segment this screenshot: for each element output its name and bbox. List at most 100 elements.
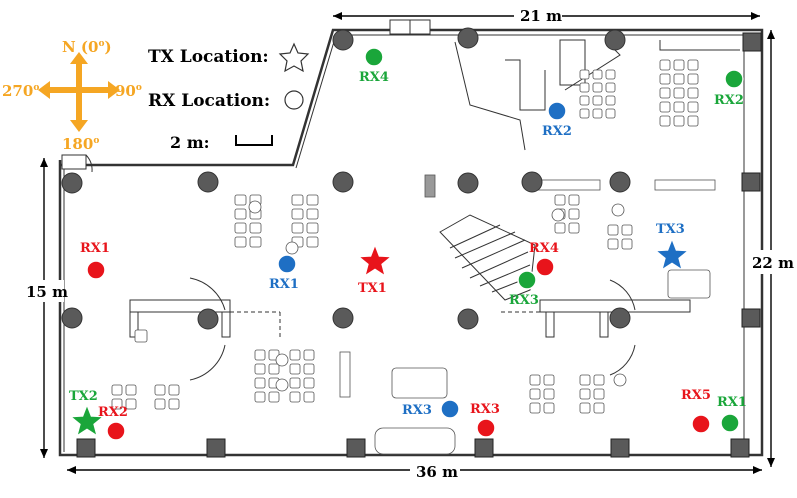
chair [254,349,266,361]
pillar [346,438,366,458]
chair [607,224,619,236]
round-table [275,353,289,367]
chair [592,69,603,80]
rx-rx1-red-marker: RX1 [80,241,110,280]
dim-bottom-bg [410,460,460,482]
pillars [61,27,762,458]
chair [687,87,699,99]
rx-rx5-red-label: RX5 [681,388,711,403]
chair [154,384,166,396]
chair [592,108,603,119]
chair [579,388,591,400]
chair [579,95,590,106]
chair [592,82,603,93]
rx-rx2-red-label: RX2 [98,405,128,420]
rx-rx3-green-marker: RX3 [509,270,539,308]
rx-rx1-blue-marker: RX1 [269,254,299,292]
round-table [285,241,299,255]
chair [289,349,301,361]
chair [579,82,590,93]
rx-rx3-green-label: RX3 [509,293,539,308]
pillar [457,308,479,330]
chair [234,222,247,234]
building-walls [58,28,764,457]
chair [234,236,247,248]
dim-top-bg [514,4,562,26]
dim-right-bg [752,250,792,274]
chair [605,82,616,93]
legend-rx-label: RX Location: [148,91,270,111]
chair [605,95,616,106]
tx-tx1-red-marker: TX1 [358,246,390,296]
rx-rx4-green-dot-icon [364,47,384,67]
compass-west-label: 270o [2,82,39,100]
chair [568,208,580,220]
pillar [61,172,83,194]
bench [339,351,351,398]
rx-rx1-blue-label: RX1 [269,277,299,292]
pillar [457,172,479,194]
stair-area [439,214,536,301]
chair [687,115,699,127]
chair [554,194,566,206]
chair [168,398,180,410]
rx-rx2-red-marker: RX2 [98,405,128,441]
compass-north-label: N (0o) [62,38,112,56]
round-table [551,208,565,222]
chair [568,194,580,206]
entrance-doors [61,19,431,173]
chair [579,108,590,119]
chair [306,208,319,220]
chair [593,402,605,414]
rx-rx3-blue-label: RX3 [402,403,432,418]
partitions [129,277,691,381]
chair [579,402,591,414]
chair [303,391,315,403]
round-table [248,200,262,214]
chair [154,398,166,410]
rx-rx1-green-marker: RX1 [717,395,747,433]
chair [673,59,685,71]
rx-rx3-red-marker: RX3 [470,402,500,438]
pillar [604,29,626,51]
chair [125,398,137,410]
bench [654,179,716,191]
chair [593,374,605,386]
chair [605,108,616,119]
pillar [197,171,219,193]
chair [268,391,280,403]
chair [659,101,671,113]
compass-east-label: 90o [115,82,142,100]
dimension-right: 22 m [752,254,794,272]
pillar [76,438,96,458]
pillar [730,438,750,458]
rx-rx1-green-dot-icon [720,413,740,433]
tx-tx1-red-label: TX1 [358,281,387,296]
rx-rx3-red-dot-icon [476,418,496,438]
rx-rx2-green-marker: RX2 [714,69,744,108]
pillar [332,307,354,329]
dimension-left: 15 m [26,283,68,301]
chair [306,194,319,206]
chair [291,222,304,234]
legend-tx-label: TX Location: [148,47,269,67]
dimension-bottom: 36 m [416,463,458,481]
tx-tx2-green-star-icon [72,406,102,435]
chair [592,95,603,106]
chair [673,115,685,127]
chair [168,384,180,396]
pillar [61,307,83,329]
chair [234,208,247,220]
chair [687,73,699,85]
rx-rx2-blue-label: RX2 [542,124,572,139]
chair [303,377,315,389]
round-table [613,373,627,387]
rx-rx1-green-label: RX1 [717,395,747,410]
chair [543,374,555,386]
chair [554,222,566,234]
pillar [332,29,354,51]
chair [529,402,541,414]
